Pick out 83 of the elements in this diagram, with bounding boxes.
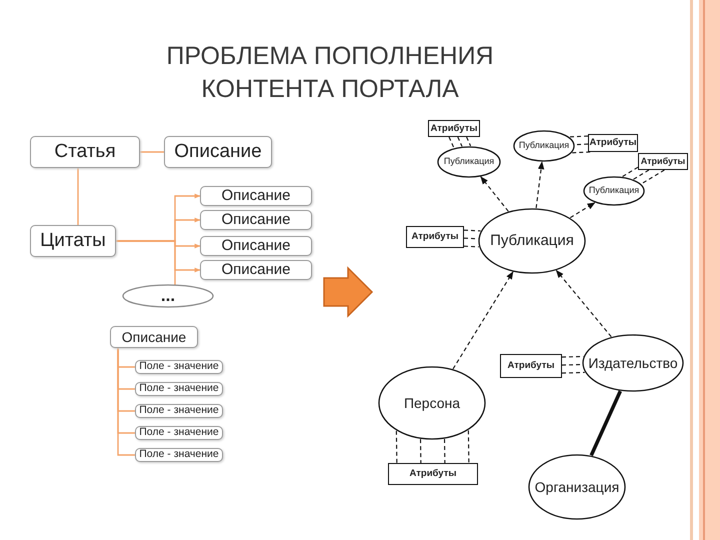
connector-line xyxy=(569,136,588,138)
connector-line xyxy=(641,170,665,184)
connector-line xyxy=(590,390,622,456)
connector-line xyxy=(468,430,470,463)
connector-line xyxy=(464,246,479,248)
connector-line xyxy=(466,136,472,146)
node-label: Поле - значение xyxy=(139,427,219,438)
arrow xyxy=(480,176,509,212)
attribute-box xyxy=(638,153,688,170)
node-label: Издательство xyxy=(588,356,678,370)
connector-line xyxy=(117,348,135,456)
connector-line xyxy=(444,438,446,463)
node-label: Описание xyxy=(221,188,291,204)
title: ПРОБЛЕМА ПОПОЛНЕНИЯ КОНТЕНТА ПОРТАЛА xyxy=(165,41,495,105)
arrow xyxy=(536,161,544,208)
rounded-box xyxy=(200,210,312,230)
ellipse-node xyxy=(582,334,684,392)
connector-line xyxy=(448,136,454,148)
node-label: Поле - значение xyxy=(139,405,219,416)
rounded-box xyxy=(135,426,223,440)
rounded-box xyxy=(30,225,116,257)
rounded-box xyxy=(30,136,140,168)
node-label: Публикация xyxy=(444,157,494,167)
connector-line xyxy=(562,356,584,358)
node-label: Атрибуты xyxy=(590,138,636,148)
ellipse-node xyxy=(122,284,214,308)
node-label: Публикация xyxy=(518,141,570,151)
arrow xyxy=(452,271,514,370)
connector-line xyxy=(464,230,481,232)
rounded-box xyxy=(135,404,223,418)
connector-line xyxy=(622,166,638,178)
attribute-box xyxy=(588,134,638,152)
node-label: Атрибуты xyxy=(508,361,554,371)
node-label: Цитаты xyxy=(40,231,106,251)
rounded-box xyxy=(135,360,223,374)
ellipse-node xyxy=(478,208,586,274)
node-label: Атрибуты xyxy=(412,232,458,242)
connector-line xyxy=(420,439,422,463)
ellipse-node xyxy=(583,176,645,206)
rounded-box xyxy=(164,136,272,168)
connector-line xyxy=(116,240,176,285)
node-label: Статья xyxy=(54,142,116,162)
rounded-box xyxy=(200,260,312,280)
connector-line xyxy=(574,144,588,146)
ellipse-node xyxy=(513,130,575,162)
rounded-box xyxy=(110,326,198,348)
connector-line xyxy=(457,136,463,147)
rounded-box xyxy=(135,382,223,396)
node-label: Описание xyxy=(122,330,186,344)
arrow xyxy=(570,202,596,218)
ellipse-node xyxy=(528,454,626,520)
node-label: Атрибуты xyxy=(410,469,456,479)
connector-line xyxy=(77,168,79,225)
node-label: Атрибуты xyxy=(640,156,686,166)
attribute-box xyxy=(388,463,478,485)
node-label: Поле - значение xyxy=(139,361,219,372)
node-label: Описание xyxy=(221,238,291,254)
connector-line xyxy=(572,151,590,154)
arrow xyxy=(556,270,612,338)
connector-line xyxy=(562,372,585,374)
node-label: Персона xyxy=(404,396,460,410)
node-label: Публикация xyxy=(588,186,640,196)
connector-line xyxy=(396,430,398,463)
node-label: ... xyxy=(160,287,176,305)
rounded-box xyxy=(200,186,312,206)
node-label: Поле - значение xyxy=(139,383,219,394)
connector-line xyxy=(562,364,582,366)
attribute-box xyxy=(500,354,562,378)
node-label: Публикация xyxy=(490,233,574,249)
rounded-box xyxy=(135,448,223,462)
node-label: Атрибуты xyxy=(430,124,478,134)
node-label: Поле - значение xyxy=(139,449,219,460)
rounded-box xyxy=(200,236,312,256)
node-label: Описание xyxy=(221,212,291,228)
node-label: Описание xyxy=(221,262,291,278)
attribute-box xyxy=(406,226,464,248)
connector-line xyxy=(633,170,650,180)
connector-line xyxy=(140,151,164,153)
node-label: Организация xyxy=(534,480,620,494)
attribute-box xyxy=(428,120,480,137)
ellipse-node xyxy=(437,146,501,178)
node-label: Описание xyxy=(174,142,262,162)
ellipse-node xyxy=(378,366,486,440)
